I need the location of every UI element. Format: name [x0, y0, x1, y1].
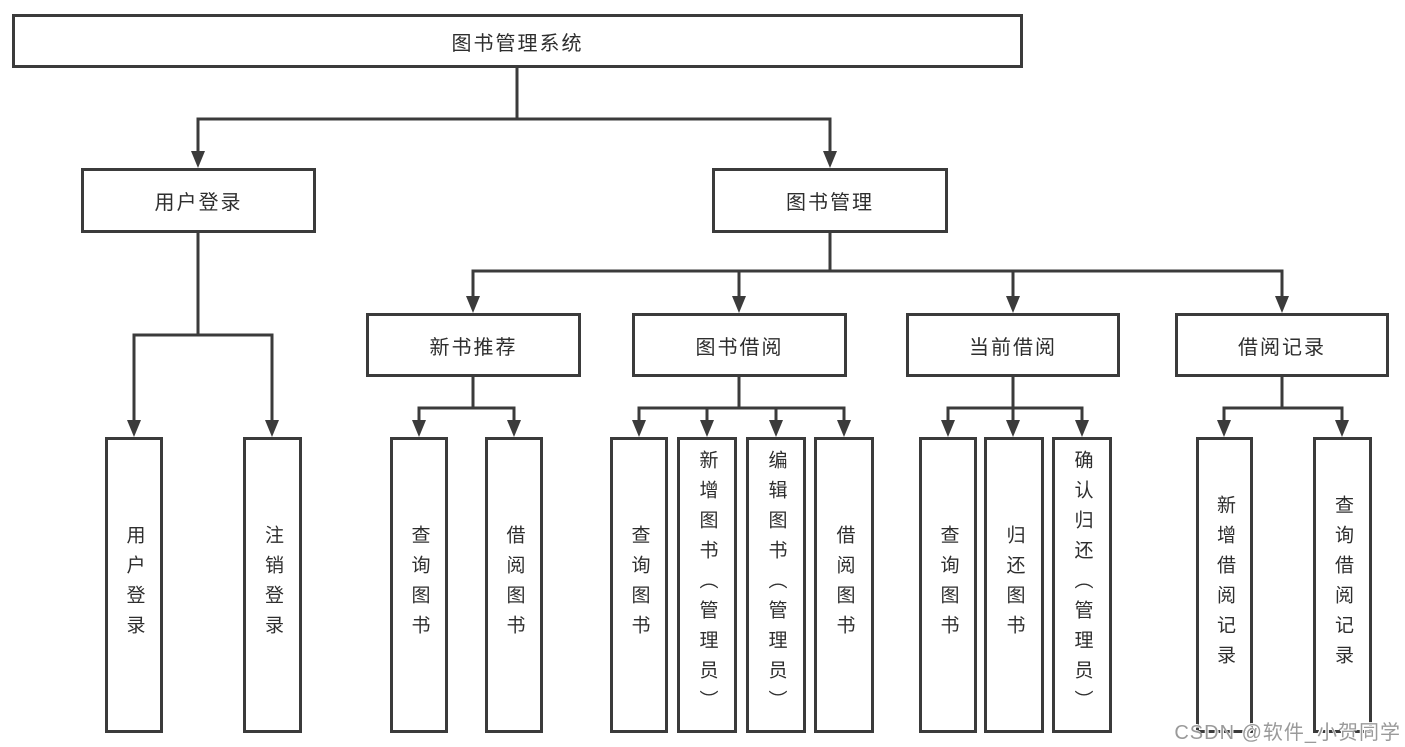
node-current-borrow: 当前借阅	[906, 313, 1120, 377]
leaf-query-borrow-record: 查询借阅记录	[1313, 437, 1372, 733]
leaf-logout-login: 注销登录	[243, 437, 302, 733]
leaf-edit-book-admin: 编辑图书（管理员）	[746, 437, 806, 733]
leaf-borrow-book-recommend: 借阅图书	[485, 437, 543, 733]
leaf-query-book-borrow: 查询图书	[610, 437, 668, 733]
leaf-confirm-return-admin: 确认归还（管理员）	[1052, 437, 1112, 733]
leaf-add-borrow-record: 新增借阅记录	[1196, 437, 1253, 733]
node-user-login: 用户登录	[81, 168, 316, 233]
node-new-book-recommend: 新书推荐	[366, 313, 581, 377]
node-book-management: 图书管理	[712, 168, 948, 233]
leaf-return-book: 归还图书	[984, 437, 1044, 733]
leaf-borrow-book: 借阅图书	[814, 437, 874, 733]
csdn-watermark: CSDN @软件_小贺同学	[1174, 722, 1401, 744]
leaf-query-book-current: 查询图书	[919, 437, 977, 733]
node-library-management-system: 图书管理系统	[12, 14, 1023, 68]
node-borrow-records: 借阅记录	[1175, 313, 1389, 377]
leaf-user-login: 用户登录	[105, 437, 163, 733]
leaf-add-book-admin: 新增图书（管理员）	[677, 437, 737, 733]
node-book-borrow: 图书借阅	[632, 313, 847, 377]
leaf-query-book-recommend: 查询图书	[390, 437, 448, 733]
